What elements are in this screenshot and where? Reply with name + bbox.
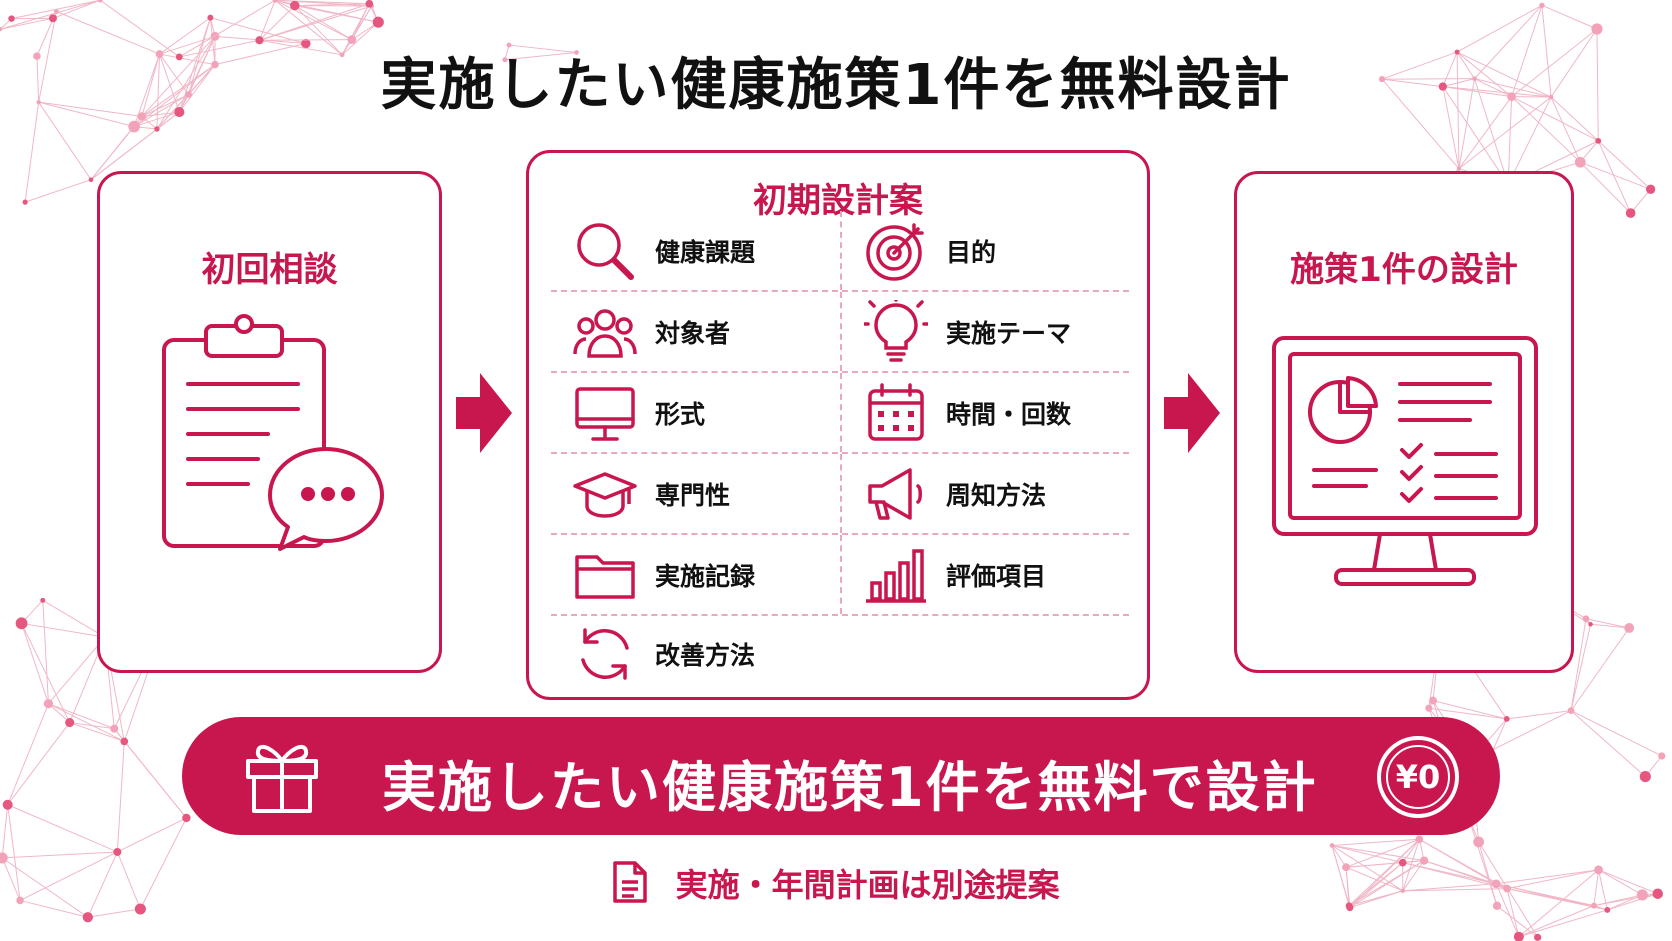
step-title: 初回相談 (201, 250, 338, 290)
design-item: 評価項目 (840, 535, 1129, 614)
design-item: 目的 (840, 211, 1129, 290)
arrow-right-icon (1164, 373, 1220, 453)
design-item: 形式 (551, 373, 840, 452)
step-card-initial-design: 初期設計案 健康課題 目的 対象者 実施テーマ (526, 150, 1150, 700)
design-item: 周知方法 (840, 454, 1129, 533)
bar-chart-icon (866, 548, 926, 603)
price-badge: ¥0 (1377, 736, 1459, 818)
magnifier-icon (577, 222, 634, 280)
arrow-right-icon (456, 373, 512, 453)
megaphone-icon (868, 467, 922, 520)
people-icon (573, 308, 637, 358)
gift-icon (246, 744, 318, 813)
document-icon (613, 861, 648, 903)
page-title: 実施したい健康施策1件を無料設計 (380, 53, 1292, 118)
clipboard-chat-icon (162, 314, 384, 551)
step-card-initial-consultation: 初回相談 (97, 171, 442, 673)
free-design-banner: 実施したい健康施策1件を無料で設計 ¥0 (182, 717, 1500, 835)
footnote: 実施・年間計画は別途提案 (0, 860, 1672, 906)
design-item: 改善方法 (551, 616, 840, 692)
banner-text: 実施したい健康施策1件を無料で設計 (382, 756, 1318, 819)
design-items-grid: 健康課題 目的 対象者 実施テーマ 形式 時間・回 (551, 211, 1129, 692)
design-item: 実施テーマ (840, 292, 1129, 371)
footnote-text: 実施・年間計画は別途提案 (675, 866, 1060, 904)
design-item: 対象者 (551, 292, 840, 371)
design-item: 実施記録 (551, 535, 840, 614)
graduation-cap-icon (573, 471, 637, 518)
monitor-icon (575, 386, 635, 441)
step-card-program-design: 施策1件の設計 (1234, 171, 1574, 673)
folder-icon (575, 554, 635, 599)
design-item: 時間・回数 (840, 373, 1129, 452)
step-title: 初期設計案 (753, 181, 923, 221)
target-icon (866, 222, 924, 281)
lightbulb-icon (864, 299, 928, 362)
step-title: 施策1件の設計 (1290, 250, 1518, 290)
refresh-icon (581, 628, 629, 680)
monitor-report-icon (1272, 336, 1538, 586)
calendar-icon (868, 382, 924, 441)
design-item: 健康課題 (551, 211, 840, 290)
design-item: 専門性 (551, 454, 840, 533)
price-text: ¥0 (1396, 758, 1441, 796)
